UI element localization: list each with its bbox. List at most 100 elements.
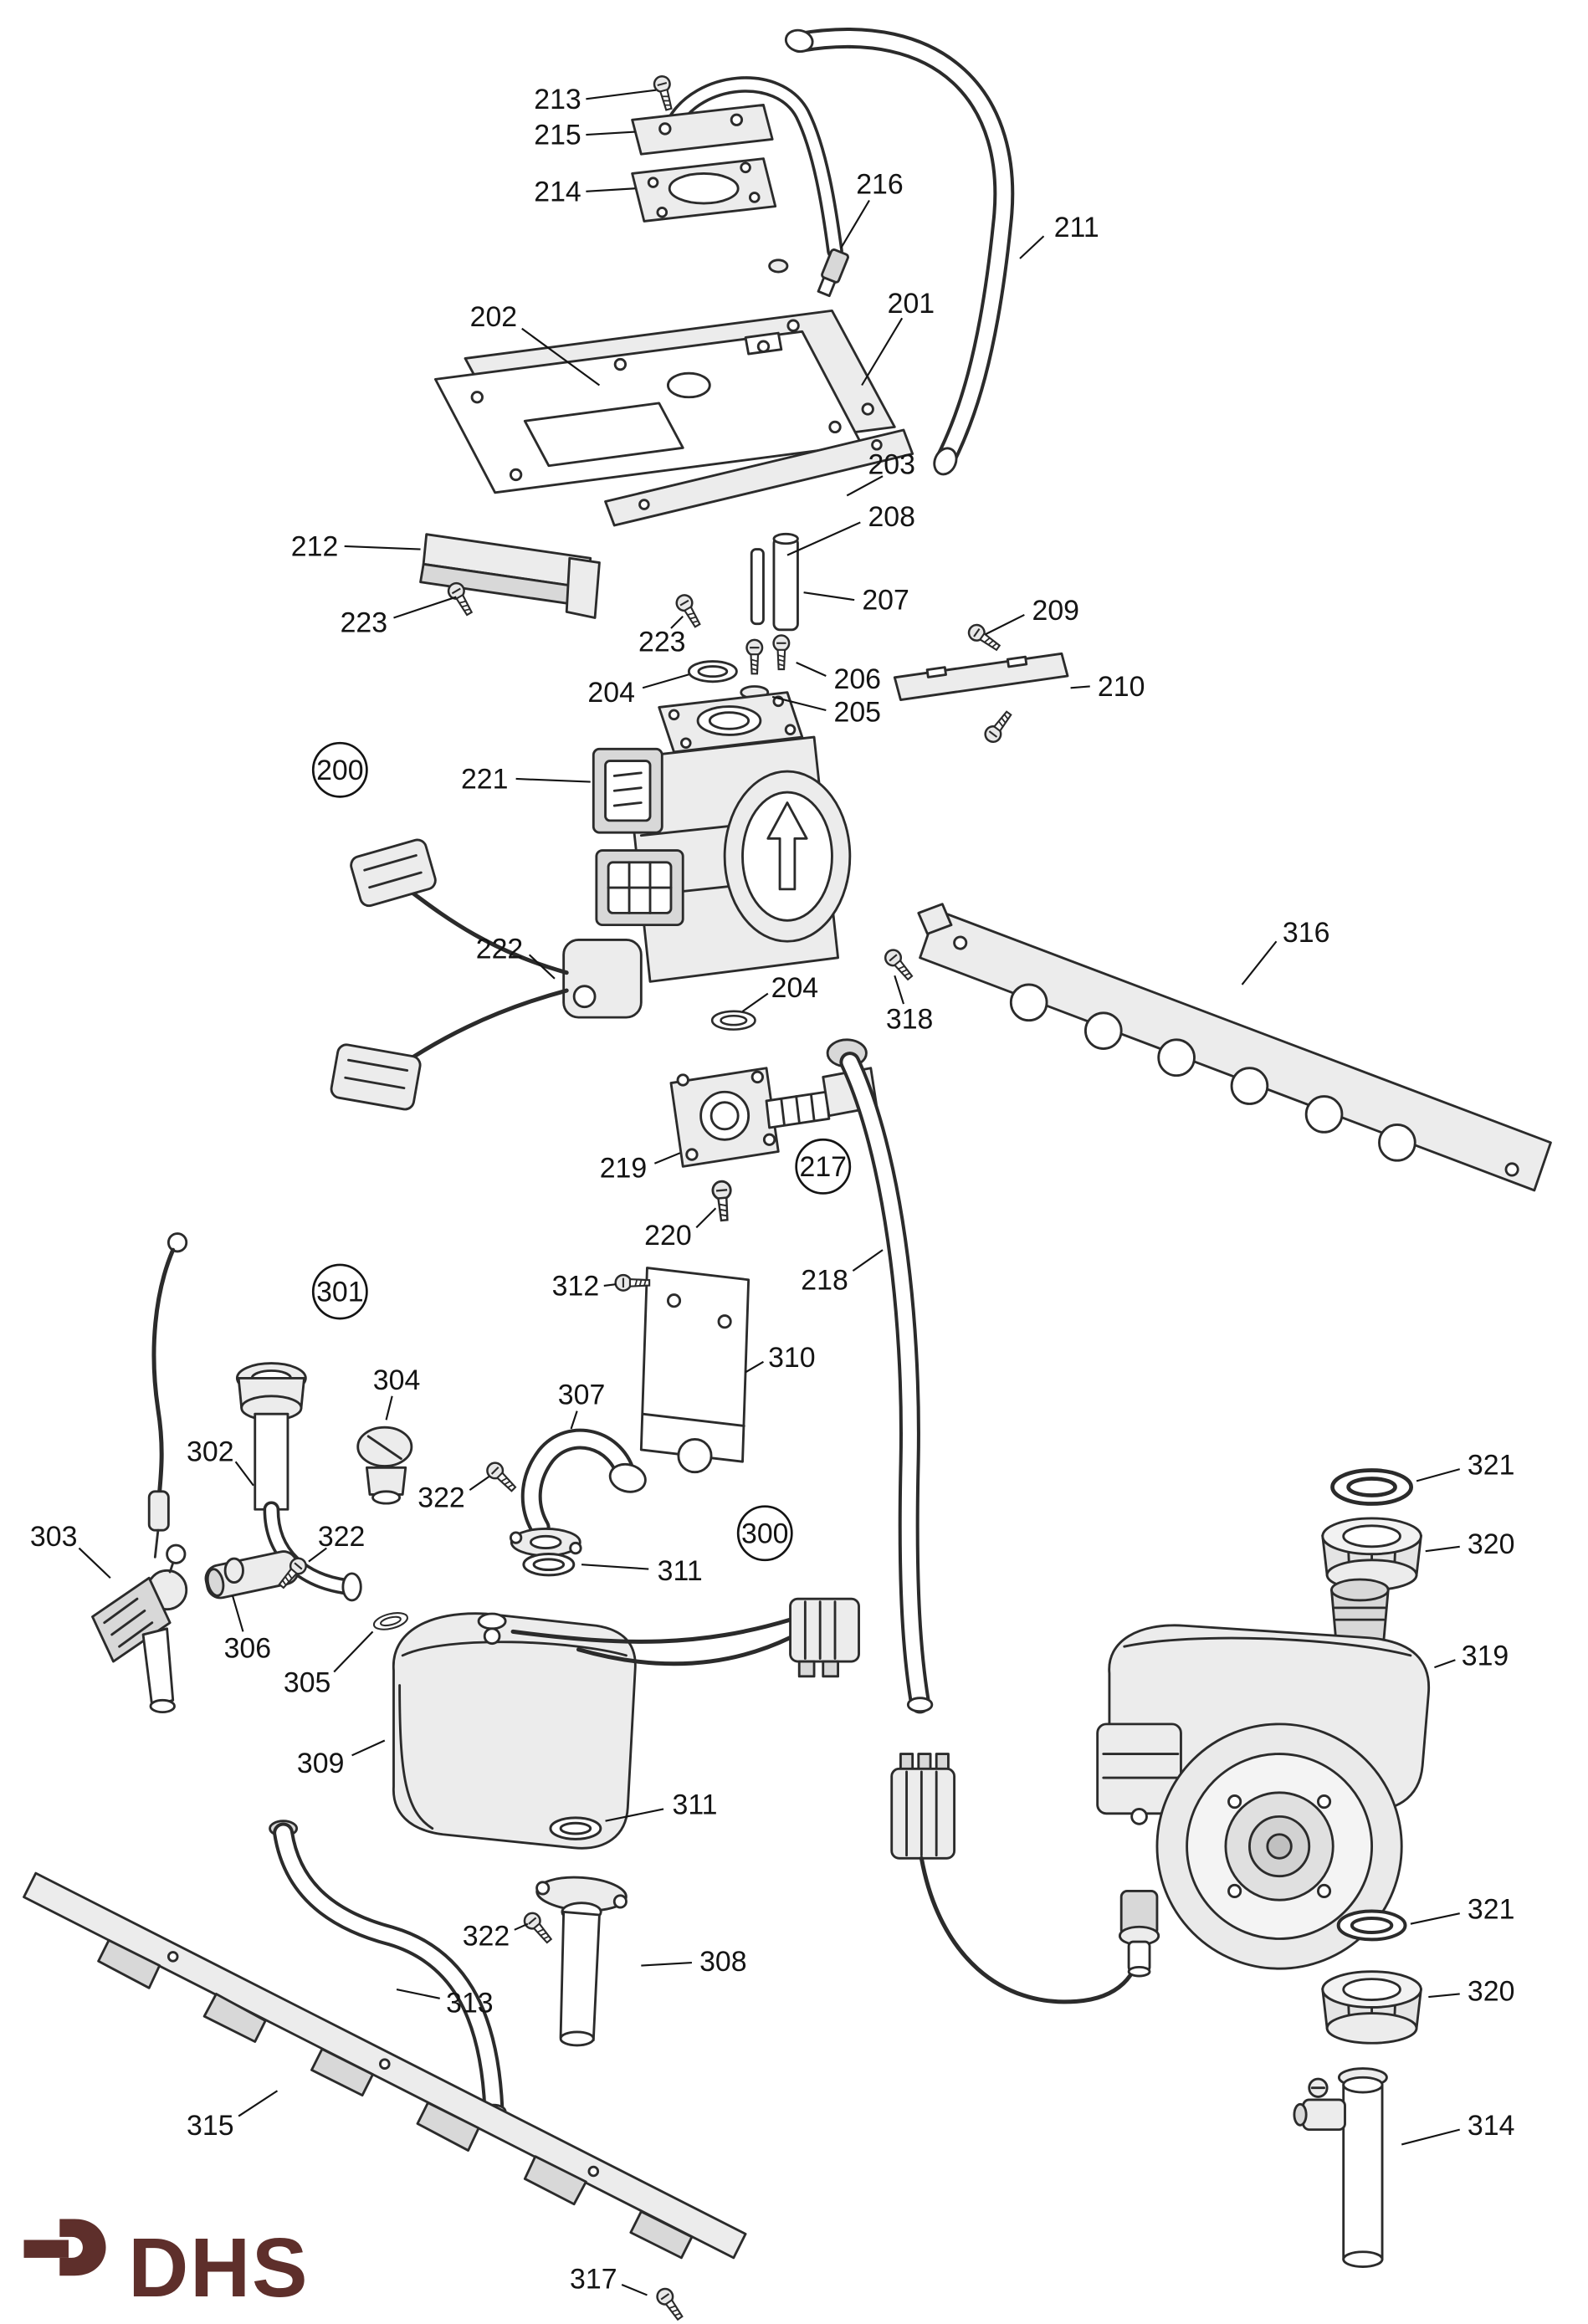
part-screw-223-mid: [673, 591, 705, 631]
part-label-313: 313: [446, 1988, 494, 2019]
part-label-208: 208: [868, 501, 915, 533]
leader-line-204b: [741, 992, 769, 1012]
part-label-321b: 321: [1468, 1893, 1515, 1925]
leader-line-208: [786, 521, 861, 556]
part-pipe-216-handle: [665, 76, 849, 298]
part-label-307: 307: [558, 1380, 606, 1411]
part-screw-206a: [745, 638, 764, 675]
part-sensor-cable: [890, 1753, 1160, 2004]
part-screw-209: [965, 621, 1004, 656]
part-fitting-306: [223, 1557, 244, 1584]
part-label-222: 222: [476, 934, 524, 965]
leader-line-306: [231, 1595, 244, 1632]
leader-line-203: [846, 475, 884, 497]
svg-text:217: 217: [800, 1151, 848, 1183]
part-label-213: 213: [534, 84, 581, 115]
part-oring-204-lower: [710, 1010, 756, 1031]
svg-text:301: 301: [316, 1277, 364, 1308]
leader-line-311a: [581, 1564, 649, 1570]
part-label-209: 209: [1032, 595, 1080, 627]
part-plate-202: [433, 330, 863, 494]
leader-line-214: [586, 187, 636, 192]
part-oring-311-upper: [522, 1552, 576, 1577]
part-label-304: 304: [373, 1364, 421, 1396]
assembly-ref-200: 200: [311, 741, 368, 798]
leader-line-316: [1241, 940, 1278, 985]
logo-text: DHS: [128, 2222, 309, 2315]
part-pin-208: [750, 548, 765, 626]
part-valve-group-302: [204, 1362, 362, 1602]
part-pipe-314: [1293, 2067, 1388, 2269]
part-label-203: 203: [868, 449, 915, 481]
part-screw-322-bottom: [520, 1908, 556, 1948]
part-label-215: 215: [534, 120, 581, 151]
part-label-205: 205: [833, 696, 881, 728]
part-label-223a: 223: [341, 607, 388, 638]
leader-line-305: [333, 1630, 374, 1673]
part-label-322a: 322: [417, 1482, 465, 1514]
part-coil-222: [330, 838, 569, 1111]
part-manifold-316: [917, 903, 1552, 1192]
part-bracket-212: [419, 533, 601, 619]
part-label-212: 212: [291, 531, 339, 563]
part-label-211: 211: [1054, 212, 1099, 243]
leader-line-304: [385, 1395, 393, 1421]
part-gasket-214: [631, 157, 777, 223]
leader-line-317: [621, 2283, 648, 2296]
leader-line-307: [570, 1410, 578, 1430]
leader-line-205: [771, 695, 827, 712]
leader-line-315: [238, 2090, 279, 2117]
leader-line-221: [515, 777, 591, 783]
part-screw-213: [651, 73, 678, 113]
part-oring-311-lower: [549, 1816, 602, 1840]
part-label-312: 312: [552, 1271, 600, 1303]
part-label-305: 305: [284, 1667, 331, 1699]
leader-line-201: [861, 317, 904, 386]
part-oring-321-lower: [1336, 1909, 1407, 1942]
part-label-206: 206: [833, 663, 881, 695]
leader-line-309: [351, 1739, 386, 1757]
part-label-223b: 223: [638, 627, 685, 658]
part-screw-318: [881, 945, 917, 984]
part-screw-312: [614, 1273, 651, 1292]
leader-line-308: [641, 1961, 692, 1967]
part-label-308: 308: [699, 1946, 746, 1978]
part-label-201: 201: [888, 288, 935, 320]
part-label-207: 207: [862, 585, 909, 617]
leader-line-321a: [1416, 1468, 1461, 1482]
leader-line-313: [396, 1989, 440, 1999]
leader-line-211: [1019, 235, 1045, 259]
leader-line-220: [695, 1207, 717, 1229]
part-label-320b: 320: [1468, 1975, 1515, 2007]
leader-line-207: [803, 591, 855, 601]
leader-line-321b: [1410, 1912, 1460, 1925]
part-label-309: 309: [297, 1748, 345, 1779]
part-label-316: 316: [1283, 917, 1330, 949]
part-pipe-211: [784, 28, 1015, 476]
svg-text:300: 300: [741, 1518, 789, 1549]
part-pipe-313: [269, 1820, 507, 2120]
part-label-221: 221: [461, 764, 509, 796]
part-label-202: 202: [470, 301, 517, 333]
part-burner-rail-315: [23, 1871, 747, 2260]
leader-line-213: [586, 89, 657, 100]
part-screw-209b: [981, 707, 1017, 746]
part-venturi-307: [509, 1428, 647, 1557]
leader-line-322b: [308, 1547, 327, 1563]
leader-line-223a: [393, 596, 457, 619]
leader-line-303: [78, 1547, 111, 1579]
part-rail-203: [604, 428, 914, 527]
part-label-306: 306: [224, 1633, 272, 1665]
part-label-218: 218: [801, 1264, 848, 1296]
part-oring-321-upper: [1333, 1471, 1411, 1504]
part-label-302: 302: [187, 1436, 233, 1467]
part-label-311a: 311: [658, 1555, 703, 1587]
part-label-322c: 322: [463, 1921, 510, 1953]
leader-line-312: [603, 1283, 617, 1287]
leader-line-223b: [670, 615, 684, 629]
part-screw-206b: [772, 634, 791, 671]
part-label-216: 216: [856, 168, 904, 200]
leader-line-302: [234, 1461, 254, 1487]
